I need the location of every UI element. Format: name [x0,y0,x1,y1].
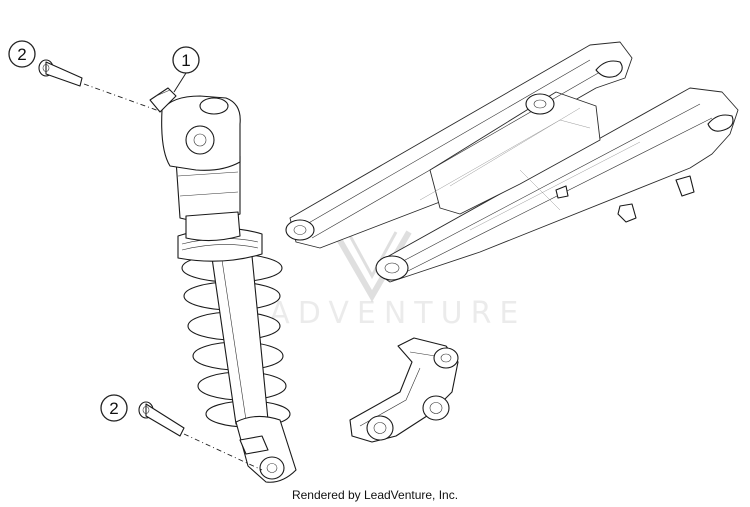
linkage [349,337,459,443]
render-credit: Rendered by LeadVenture, Inc. [291,488,459,502]
shock-absorber [149,87,297,483]
callout-2-upper[interactable]: 2 [8,40,36,68]
upper-bolt-axis-line [83,83,163,113]
swingarm [285,41,739,283]
callout-1-label: 1 [181,51,190,70]
callout-2-upper-label: 2 [17,45,26,64]
callout-2-lower-label: 2 [109,399,118,418]
callout-1[interactable]: 1 [172,46,200,93]
upper-bolt [38,59,83,87]
callout-2-lower[interactable]: 2 [100,394,128,422]
lower-bolt-axis-line [183,433,263,471]
lower-bolt [138,401,185,437]
